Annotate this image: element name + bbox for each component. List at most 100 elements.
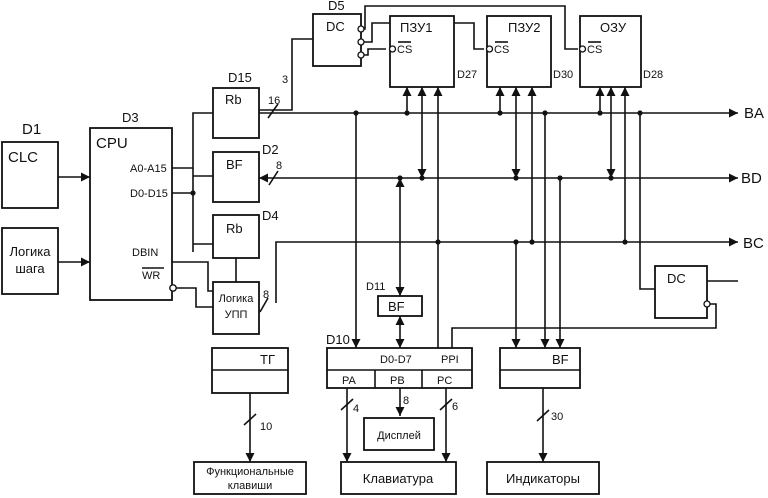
- cpu-pin-data: D0-D15: [130, 188, 168, 200]
- junction-dot: [513, 239, 519, 245]
- junction-dot: [190, 190, 196, 196]
- junction-dot: [397, 175, 403, 181]
- bus-label-ba: BA: [744, 105, 764, 122]
- ppi-port-pa: PA: [342, 375, 357, 387]
- upp-box: [212, 281, 260, 335]
- dc5-ref: D5: [328, 0, 345, 13]
- ppi-port-pb: PB: [390, 375, 405, 387]
- cpu-label: CPU: [96, 135, 128, 152]
- cpu-ref: D3: [122, 110, 139, 125]
- slash-ind: [536, 409, 550, 422]
- rom2-label: ПЗУ2: [508, 20, 541, 35]
- width-rb15-addr: 16: [268, 95, 280, 107]
- junction-dot: [513, 175, 519, 181]
- indicators-label: Индикаторы: [506, 471, 580, 486]
- rom2-block: ПЗУ2 CS D30: [485, 15, 573, 88]
- step-logic-line2: шага: [15, 261, 45, 276]
- bf-ind-box: [499, 347, 581, 389]
- rb15-label: Rb: [225, 92, 242, 107]
- junction-dot: [497, 110, 503, 116]
- clc-block: D1 CLC: [1, 121, 59, 209]
- rb15-block: D15 Rb: [212, 70, 260, 139]
- width-upp-ctrl: 8: [263, 289, 269, 301]
- rb15-to-dc5: [259, 38, 313, 111]
- ram-cs-bubble: [578, 45, 587, 53]
- rom1-cs-bubble: [388, 45, 397, 53]
- clc-box: [1, 141, 59, 209]
- ba-to-dc: [639, 113, 655, 290]
- junction-dot: [622, 239, 628, 245]
- rb4-ref: D4: [262, 208, 279, 223]
- rb4-box: [212, 214, 260, 259]
- ppi-label: PPI: [441, 354, 459, 366]
- junction-dot: [637, 110, 643, 116]
- dc-to-ppi: [451, 303, 717, 348]
- rom1-cs: CS: [397, 44, 412, 56]
- dc5-label: DC: [326, 19, 345, 34]
- slash-pa: [340, 398, 354, 411]
- junction-dot: [542, 110, 548, 116]
- junction-dot: [404, 110, 410, 116]
- bf11-label: BF: [388, 299, 405, 314]
- slash-tg: [243, 413, 257, 426]
- rb15-ref: D15: [228, 70, 252, 85]
- bf-ind-block: BF: [499, 347, 581, 389]
- dc5-box: [312, 13, 362, 67]
- rom2-ref: D30: [553, 69, 573, 81]
- dc5-block: D5 DC: [312, 0, 362, 67]
- junction-dot: [608, 175, 614, 181]
- width-pa-out: 4: [353, 403, 359, 415]
- clc-label: CLC: [8, 149, 38, 166]
- width-dc5-addr: 3: [282, 74, 288, 86]
- step-logic-box: [1, 227, 59, 295]
- ram-cs: CS: [587, 44, 602, 56]
- rom1-label: ПЗУ1: [400, 20, 433, 35]
- bf11-box: [377, 295, 423, 317]
- junction-dots: [190, 110, 643, 245]
- slash-upp: [259, 297, 269, 313]
- display-block: Дисплей: [363, 417, 435, 451]
- junction-dot: [419, 175, 425, 181]
- rom1-ref: D27: [457, 69, 477, 81]
- dc-lower-label: DC: [667, 271, 686, 286]
- bus-widths: 3 16 8 8 10 4 8 6 30: [260, 74, 563, 433]
- upp-line2: УПП: [225, 309, 248, 321]
- rom1-block: ПЗУ1 CS D27: [388, 15, 477, 88]
- control-bus-line: [275, 237, 738, 303]
- width-tg-out: 10: [260, 421, 272, 433]
- dbin-wire: [172, 261, 213, 292]
- dc-lower-block: DC: [654, 265, 711, 319]
- cpu-box: [89, 127, 173, 301]
- dc5-out-bubble: [357, 51, 365, 59]
- cpu-block: D3 CPU A0-A15 D0-D15 DBIN WR: [89, 110, 177, 301]
- bf2-label: BF: [226, 157, 243, 172]
- rb4-block: D4 Rb: [212, 208, 279, 259]
- dc-lower-box: [654, 265, 708, 319]
- func-keys-line1: Функциональные: [206, 466, 294, 478]
- bf-ind-label: BF: [552, 352, 569, 367]
- ram-ref: D28: [643, 69, 663, 81]
- bf11-block: D11 BF: [366, 281, 423, 317]
- cpu-pin-dbin: DBIN: [132, 247, 158, 259]
- func-keys-line2: клавиши: [228, 480, 272, 492]
- tg-block: ТГ: [211, 347, 289, 394]
- wr-inversion-bubble: [169, 284, 177, 292]
- ram-box: [579, 15, 642, 88]
- bus-label-bc: BC: [743, 235, 764, 252]
- display-label: Дисплей: [377, 430, 421, 442]
- ram-block: ОЗУ CS D28: [578, 15, 663, 88]
- dc5-out-bubble: [357, 25, 365, 33]
- junction-dot: [557, 175, 563, 181]
- slash-bf2: [268, 170, 279, 186]
- width-bf2-data: 8: [276, 160, 282, 172]
- rb4-label: Rb: [226, 221, 243, 236]
- step-logic-line1: Логика: [10, 244, 52, 259]
- bf11-ref: D11: [366, 281, 385, 293]
- func-keys-block: Функциональные клавиши: [193, 461, 307, 495]
- slash-rb15: [267, 103, 279, 119]
- ppi-box: [326, 347, 473, 389]
- cpu-pin-wr: WR: [142, 270, 160, 282]
- dc5-to-rom1-cs: [361, 48, 386, 56]
- slash-pc: [439, 398, 453, 411]
- ram-label: ОЗУ: [600, 20, 627, 35]
